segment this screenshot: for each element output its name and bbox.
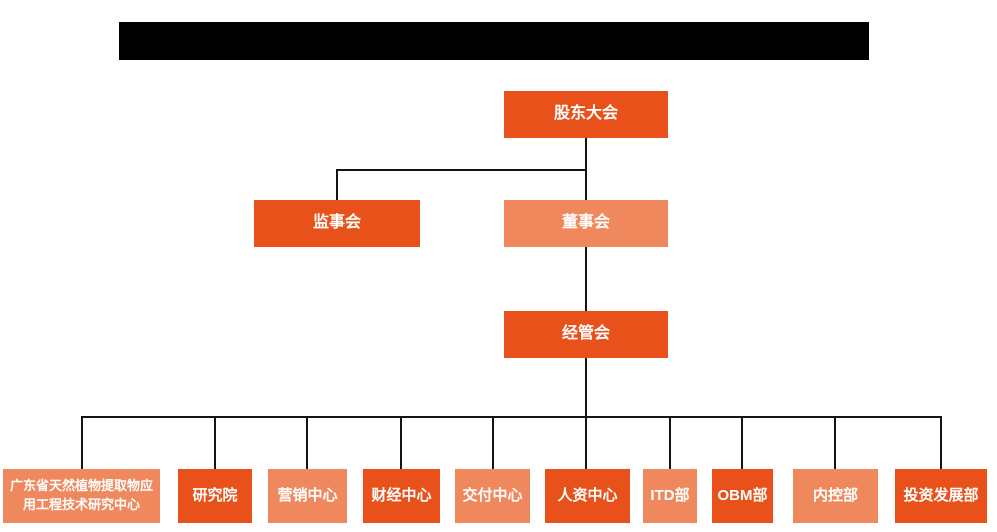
node-management-committee: 经管会 xyxy=(504,311,668,358)
connector-stem-marketing xyxy=(306,416,308,469)
node-dept-finance-center: 财经中心 xyxy=(363,469,440,523)
node-board-of-directors: 董事会 xyxy=(504,200,668,247)
connector-stem-itd xyxy=(669,416,671,469)
node-management-committee-label: 经管会 xyxy=(561,325,610,343)
node-dept-research-institute: 研究院 xyxy=(178,469,252,523)
node-board-of-directors-label: 董事会 xyxy=(561,214,610,232)
node-dept-marketing-center: 营销中心 xyxy=(268,469,347,523)
connector-stem-research-institute xyxy=(214,416,216,469)
redacted-title-bar xyxy=(119,22,869,60)
node-dept-internal-control-label: 内控部 xyxy=(812,487,858,505)
node-supervisory-board: 监事会 xyxy=(254,200,420,247)
node-dept-itd: ITD部 xyxy=(643,469,697,523)
connector-department-rail xyxy=(81,416,942,418)
node-dept-research-center: 广东省天然植物提取物应用工程技术研究中心 xyxy=(3,469,160,523)
connector-stem-investment xyxy=(940,416,942,469)
node-dept-hr-center: 人资中心 xyxy=(545,469,630,523)
node-dept-finance-center-label: 财经中心 xyxy=(371,487,432,505)
node-dept-marketing-center-label: 营销中心 xyxy=(277,487,338,505)
connector-stem-delivery xyxy=(492,416,494,469)
node-dept-research-institute-label: 研究院 xyxy=(192,487,238,505)
connector-split-horizontal xyxy=(336,169,587,171)
node-dept-research-center-label: 广东省天然植物提取物应用工程技术研究中心 xyxy=(9,478,153,512)
connector-stem-internal-control xyxy=(834,416,836,469)
connector-to-supervisory xyxy=(336,169,338,200)
node-dept-obm: OBM部 xyxy=(712,469,773,523)
connector-management-to-rail xyxy=(585,358,587,469)
connector-stem-obm xyxy=(741,416,743,469)
node-supervisory-board-label: 监事会 xyxy=(312,214,361,232)
node-dept-hr-center-label: 人资中心 xyxy=(557,487,618,505)
connector-board-to-management xyxy=(585,247,587,311)
node-dept-investment-development: 投资发展部 xyxy=(895,469,987,523)
node-shareholders-meeting: 股东大会 xyxy=(504,91,668,138)
node-dept-itd-label: ITD部 xyxy=(650,487,690,505)
connector-stem-finance xyxy=(400,416,402,469)
node-dept-delivery-center-label: 交付中心 xyxy=(462,487,523,505)
node-dept-investment-development-label: 投资发展部 xyxy=(903,487,979,505)
node-dept-delivery-center: 交付中心 xyxy=(455,469,530,523)
node-dept-internal-control: 内控部 xyxy=(793,469,878,523)
node-dept-obm-label: OBM部 xyxy=(717,487,768,505)
connector-stem-research-center xyxy=(81,416,83,469)
node-shareholders-meeting-label: 股东大会 xyxy=(553,105,618,123)
